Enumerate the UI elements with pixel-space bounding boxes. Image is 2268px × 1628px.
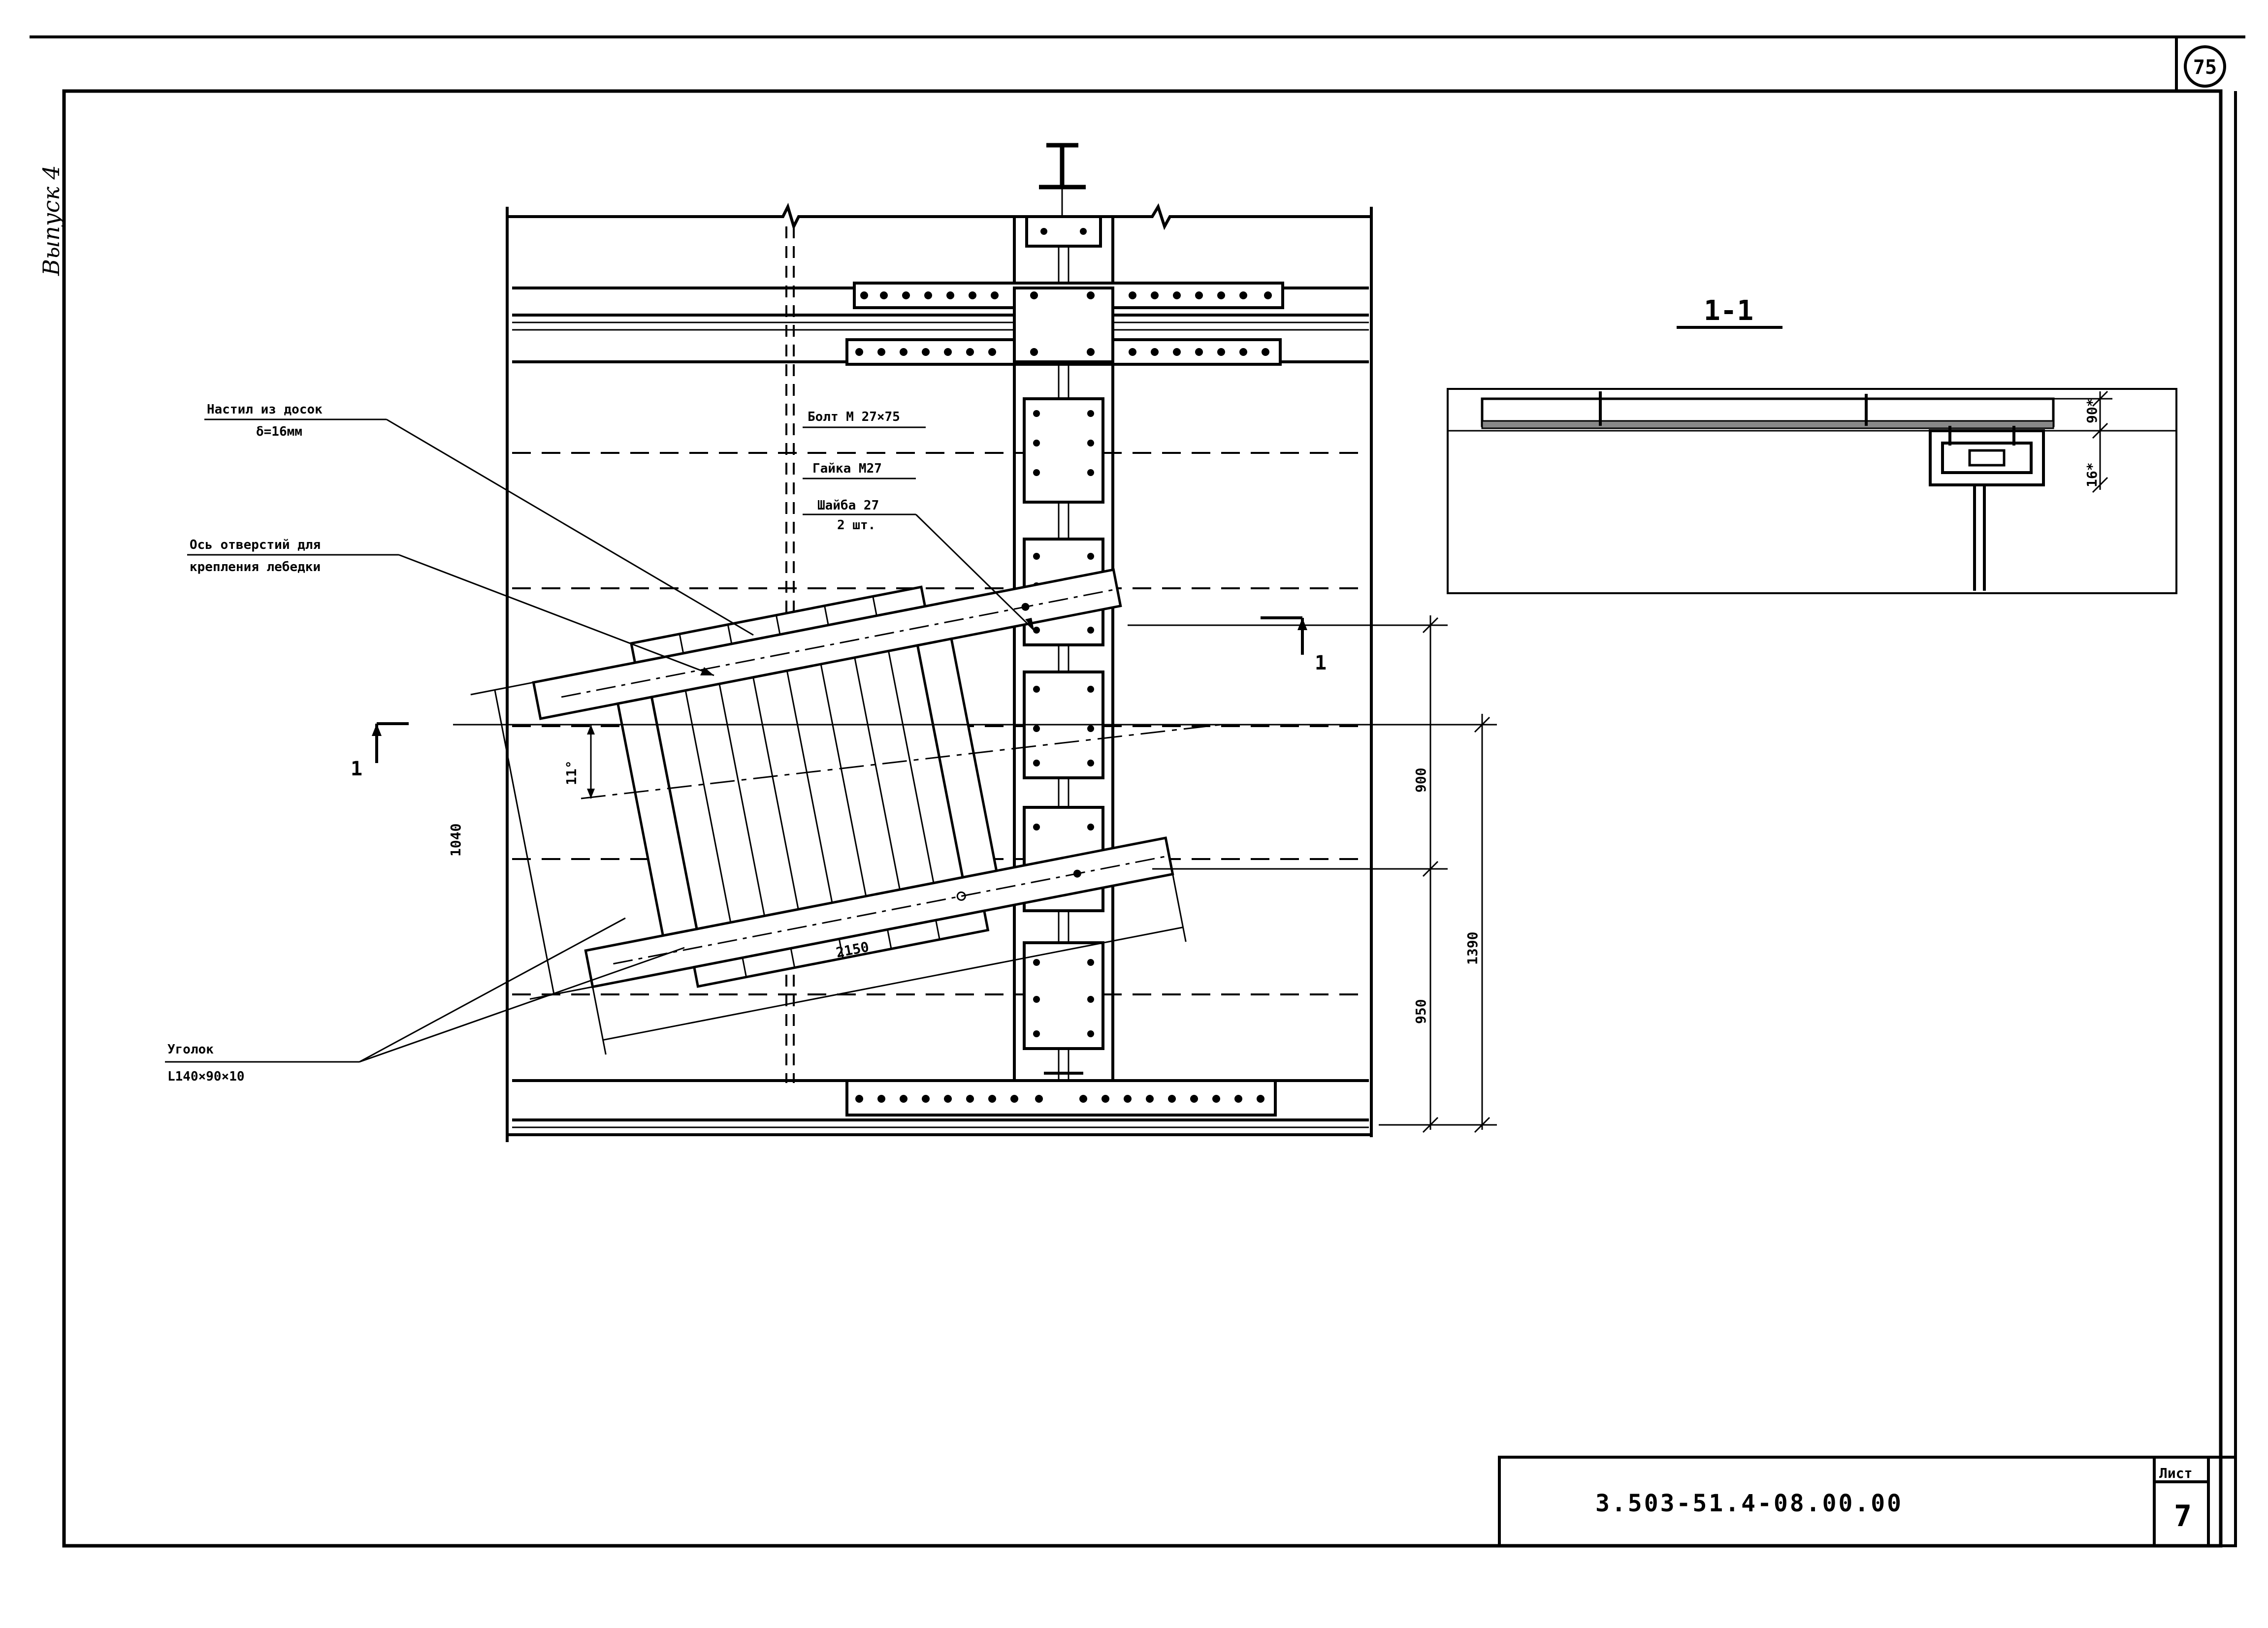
plan-view: 11° 1040 2150 900 950 1390 1 1 — [351, 143, 1497, 1142]
section-dimension-16: 16* — [2084, 462, 2100, 487]
angle-label-line1: Уголок — [167, 1042, 214, 1057]
hole-axis-label-line2: крепления лебедки — [190, 560, 321, 575]
bottom-bolt-row — [855, 1095, 1264, 1103]
washer-label-line1: Шайба 27 — [817, 498, 879, 513]
top-bolt-row — [855, 291, 1272, 356]
section-dimension-90: 90* — [2084, 398, 2100, 423]
section-mark-left: 1 — [351, 722, 409, 780]
sheet-number: 7 — [2174, 1499, 2192, 1533]
margin-note: Выпуск 4 — [38, 165, 65, 276]
dimension-1040: 1040 — [448, 824, 464, 857]
page-number: 75 — [2193, 56, 2217, 79]
winch-platform — [470, 568, 1187, 1055]
sheet-frame — [30, 35, 2245, 1548]
washer-label: Шайба 27 2 шт. — [803, 498, 1035, 631]
section-mark-right: 1 — [1261, 616, 1327, 674]
nut-label: Гайка М27 — [803, 461, 916, 479]
section-mark-left-label: 1 — [351, 758, 362, 780]
dimension-1390: 1390 — [1464, 932, 1481, 965]
sheet-label: Лист — [2159, 1465, 2192, 1481]
beam-section-symbol — [1039, 143, 1086, 217]
angle-label-line2: L140×90×10 — [167, 1069, 245, 1084]
bolt-label-text: Болт М 27×75 — [808, 410, 900, 424]
deck-label-line1: Настил из досок — [207, 402, 323, 417]
nut-label-text: Гайка М27 — [812, 461, 882, 476]
document-code: 3.503-51.4-08.00.00 — [1595, 1490, 1903, 1517]
angle-label: Уголок L140×90×10 — [165, 917, 685, 1084]
section-title: 1-1 — [1704, 295, 1753, 327]
dimension-950: 950 — [1413, 999, 1429, 1024]
deck-label: Настил из досок δ=16мм — [204, 402, 754, 636]
washer-label-line2: 2 шт. — [837, 518, 875, 533]
section-1-1: 1-1 90* 16* — [1447, 295, 2177, 594]
title-block: 3.503-51.4-08.00.00 Лист 7 — [1498, 1456, 2237, 1547]
page-number-badge: 75 — [2184, 45, 2226, 88]
dimension-900: 900 — [1413, 767, 1429, 793]
deck-label-line2: δ=16мм — [256, 424, 302, 439]
bolt-label: Болт М 27×75 — [803, 410, 926, 428]
hole-axis-label: Ось отверстий для крепления лебедки — [187, 538, 714, 676]
section-mark-right-label: 1 — [1315, 652, 1327, 674]
angle-dimension: 11° — [563, 760, 580, 785]
hole-axis-label-line1: Ось отверстий для — [190, 538, 321, 552]
